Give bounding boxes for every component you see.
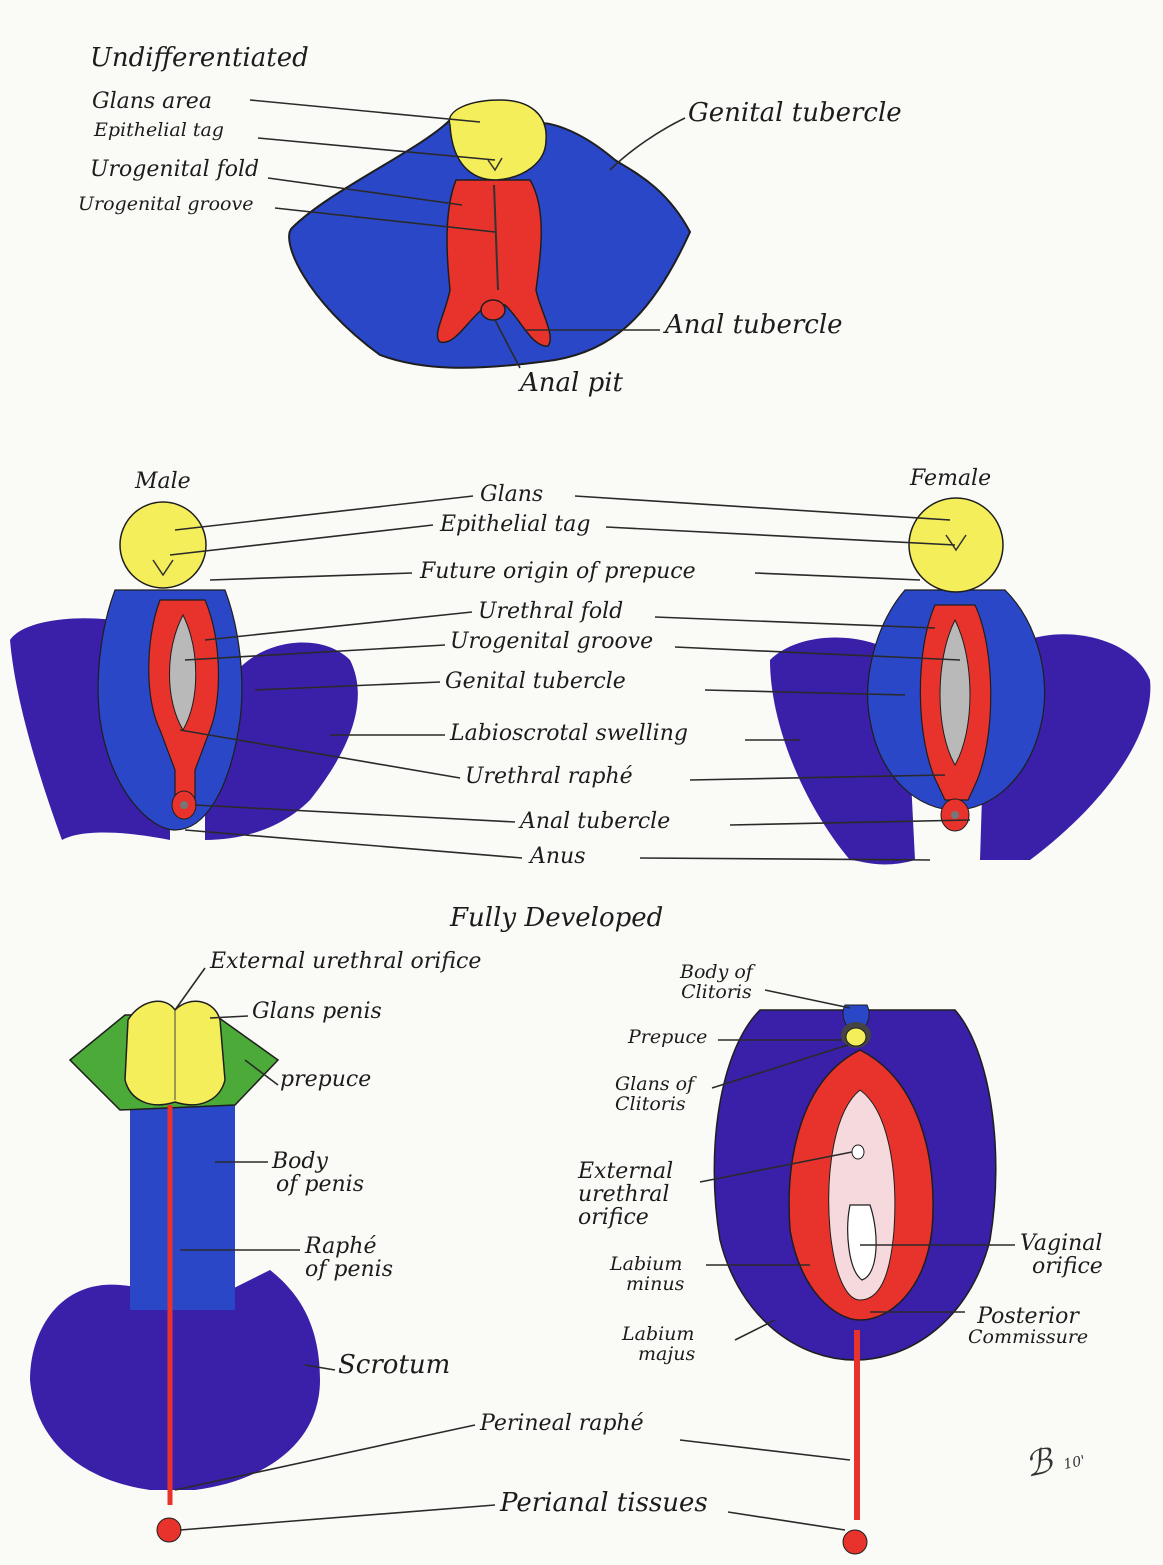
label-anal-tubercle: Anal tubercle (520, 810, 670, 833)
male-anus (180, 801, 188, 809)
line-future-prepuce-male (210, 573, 412, 580)
label-urethral-fold: Urethral fold (478, 600, 623, 623)
developed-heading: Fully Developed (450, 905, 663, 932)
label-vaginal-orifice: Vaginal orifice (1020, 1232, 1103, 1278)
label-perineal-raphe: Perineal raphé (480, 1412, 644, 1435)
label-labium-minus: Labium minus (610, 1255, 684, 1295)
line-glans-area (250, 100, 480, 122)
male-heading: Male (135, 470, 191, 493)
line-epithelial-tag-male (170, 525, 433, 555)
label-anus: Anus (530, 845, 586, 868)
line-anus-male (185, 830, 522, 858)
external-urethral-orifice-female (852, 1145, 864, 1159)
label-posterior-commissure-line2: Commissure (968, 1328, 1088, 1348)
undifferentiated-heading: Undifferentiated (90, 45, 309, 72)
label-epithelial-tag: Epithelial tag (440, 513, 590, 536)
label-urethral-raphe: Urethral raphé (465, 765, 633, 788)
male-perianal-tissue (157, 1518, 181, 1542)
label-perianal-tissues: Perianal tissues (500, 1490, 708, 1517)
label-vaginal-orifice-line2: orifice (1032, 1255, 1103, 1278)
label-epithelial-tag-undiff: Epithelial tag (94, 121, 224, 141)
label-glans-penis: Glans penis (252, 1000, 382, 1023)
line-body-of-clitoris (765, 990, 850, 1008)
label-raphe-of-penis-line2: of penis (305, 1258, 393, 1281)
label-glans: Glans (480, 483, 543, 506)
label-glans-of-clitoris: Glans of Clitoris (615, 1075, 694, 1115)
label-urogenital-groove-undiff: Urogenital groove (78, 195, 253, 215)
label-posterior-commissure-line1: Posterior (968, 1305, 1088, 1328)
label-prepuce-female: Prepuce (628, 1028, 707, 1048)
line-urethral-fold-male (205, 612, 472, 640)
line-perianal-male (180, 1505, 495, 1530)
label-eu-orifice-line2: urethral (578, 1183, 673, 1206)
label-glans-area: Glans area (92, 90, 212, 113)
scrotum-left (30, 1285, 170, 1490)
female-perianal-tissue (843, 1530, 867, 1554)
label-vaginal-orifice-line1: Vaginal (1020, 1232, 1103, 1255)
label-labium-majus: Labium majus (622, 1325, 695, 1365)
label-urogenital-fold: Urogenital fold (90, 158, 259, 181)
label-body-of-penis-line2: of penis (276, 1173, 364, 1196)
label-labium-majus-line1: Labium (622, 1325, 695, 1345)
label-body-of-clitoris: Body of Clitoris (680, 963, 753, 1003)
label-body-of-penis-line1: Body (272, 1150, 364, 1173)
line-perineal-raphe-female (680, 1440, 850, 1460)
label-labium-majus-line2: majus (638, 1345, 695, 1365)
label-anal-tubercle-undiff: Anal tubercle (665, 312, 843, 339)
body-of-penis (130, 1100, 235, 1310)
label-anal-pit: Anal pit (520, 370, 623, 397)
label-genital-tubercle-undiff: Genital tubercle (688, 100, 902, 127)
label-body-of-clitoris-line2: Clitoris (680, 983, 753, 1003)
label-external-urethral-orifice-female: External urethral orifice (578, 1160, 673, 1229)
label-eu-orifice-line3: orifice (578, 1206, 673, 1229)
line-epithelial-tag-female (606, 527, 955, 545)
label-eu-orifice-line1: External (578, 1160, 673, 1183)
label-posterior-commissure: Posterior Commissure (968, 1305, 1088, 1348)
label-body-of-clitoris-line1: Body of (680, 963, 753, 983)
glans-of-clitoris (846, 1028, 866, 1046)
label-raphe-of-penis-line1: Raphé (305, 1235, 393, 1258)
line-glans-female (575, 496, 950, 520)
female-glans (909, 498, 1003, 592)
label-scrotum: Scrotum (338, 1352, 450, 1379)
label-raphe-of-penis: Raphé of penis (305, 1235, 393, 1281)
female-anus (951, 811, 959, 819)
label-urogenital-groove: Urogenital groove (450, 630, 653, 653)
line-perianal-female (728, 1512, 845, 1530)
line-labium-majus (735, 1320, 775, 1340)
label-external-urethral-orifice-male: External urethral orifice (210, 950, 481, 973)
label-labium-minus-line1: Labium (610, 1255, 684, 1275)
undiff-anal-tubercle-shape (481, 300, 505, 320)
line-future-prepuce-female (755, 573, 920, 580)
label-glans-of-clitoris-line1: Glans of (615, 1075, 694, 1095)
label-glans-of-clitoris-line2: Clitoris (615, 1095, 694, 1115)
female-heading: Female (910, 467, 991, 490)
line-genital-tubercle-undiff (610, 118, 685, 170)
signature-year: 10' (1062, 1453, 1087, 1473)
label-body-of-penis: Body of penis (272, 1150, 364, 1196)
label-labioscrotal-swelling: Labioscrotal swelling (450, 722, 688, 745)
label-labium-minus-line2: minus (626, 1275, 684, 1295)
label-future-prepuce: Future origin of prepuce (420, 560, 696, 583)
label-prepuce-male: prepuce (280, 1068, 371, 1091)
label-genital-tubercle: Genital tubercle (445, 670, 626, 693)
